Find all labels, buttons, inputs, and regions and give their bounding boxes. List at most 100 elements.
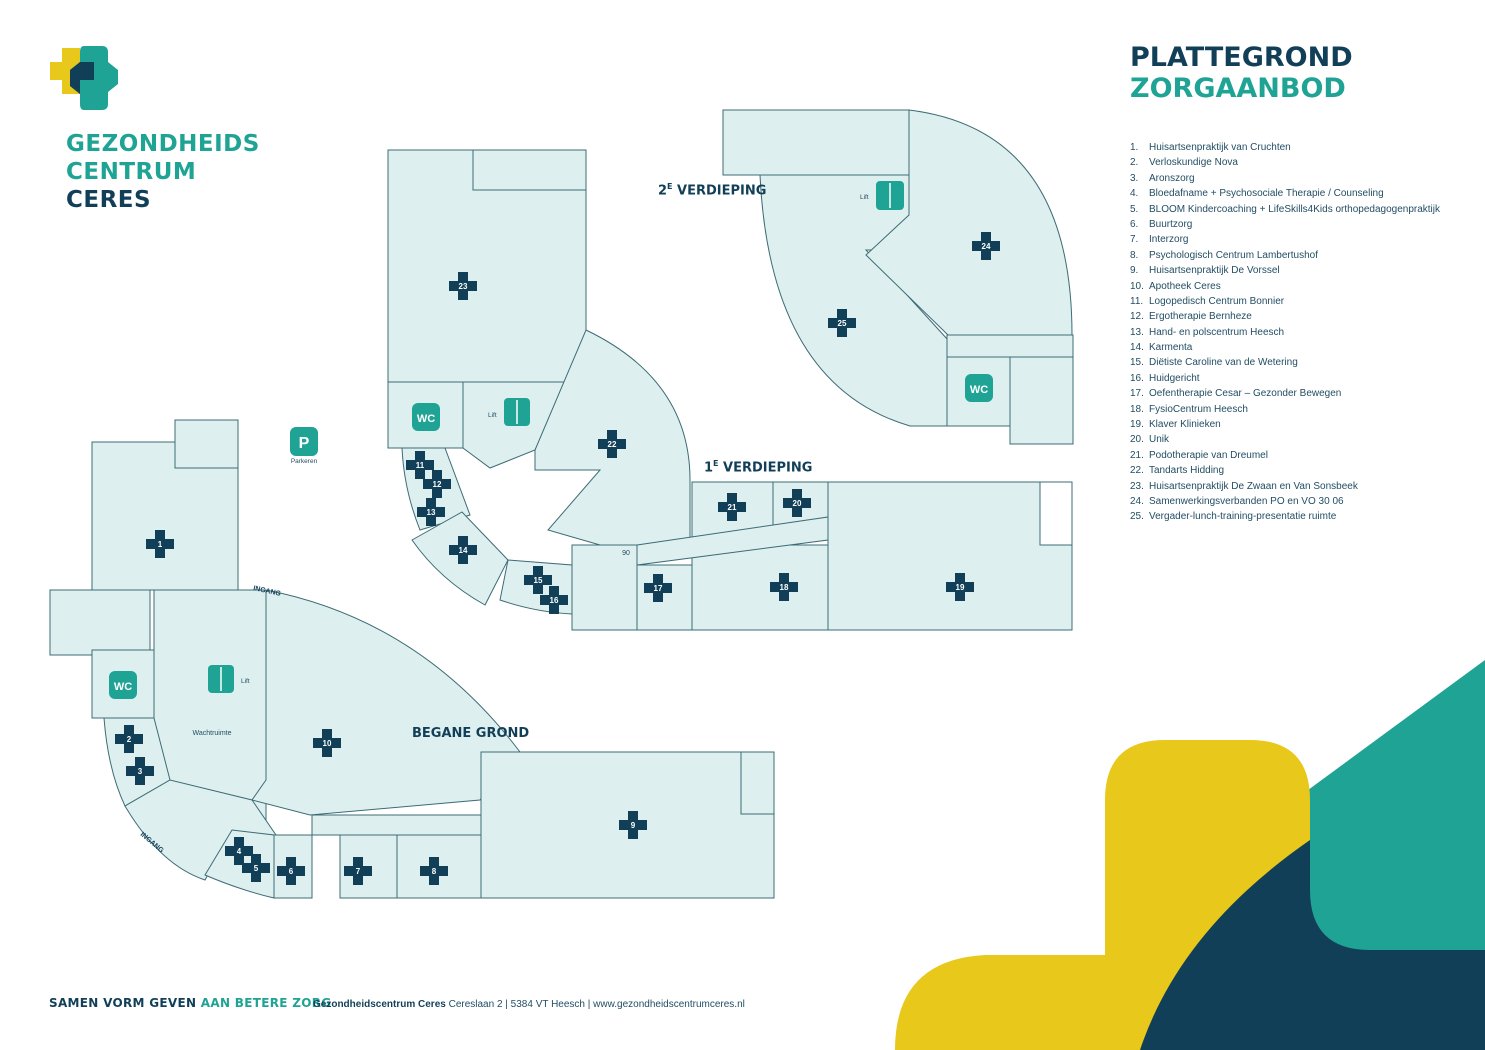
room-90-label: 90 bbox=[622, 550, 630, 557]
floor-first-sup: E bbox=[713, 459, 719, 468]
room-marker-25: 25 bbox=[828, 309, 856, 337]
legend-item: 14.Karmenta bbox=[1130, 340, 1440, 355]
marker-number: 2 bbox=[127, 735, 132, 744]
parking-label: Parkeren bbox=[291, 458, 318, 465]
legend-label: Aronszorg bbox=[1149, 172, 1195, 184]
page-title: PLATTEGROND ZORGAANBOD bbox=[1130, 42, 1353, 104]
lift-label-second: Lift bbox=[860, 194, 869, 201]
legend-number: 20. bbox=[1130, 434, 1144, 446]
legend-item: 20.Unik bbox=[1130, 432, 1440, 447]
legend-number: 1. bbox=[1130, 142, 1139, 153]
legend-item: 24.Samenwerkingsverbanden PO en VO 30 06 bbox=[1130, 494, 1440, 509]
marker-cross-icon bbox=[423, 470, 451, 498]
marker-number: 19 bbox=[956, 583, 965, 592]
room-marker-11: 11 bbox=[406, 451, 434, 479]
footer-address-text: Cereslaan 2 | 5384 VT Heesch | www.gezon… bbox=[445, 999, 745, 1010]
wc-badge-first: WC bbox=[412, 403, 440, 431]
room-marker-4: 4 bbox=[225, 837, 253, 865]
marker-cross-icon bbox=[783, 489, 811, 517]
legend-item: 3. Aronszorg bbox=[1130, 171, 1440, 186]
legend-label: Hand- en polscentrum Heesch bbox=[1149, 326, 1285, 338]
room-marker-8: 8 bbox=[420, 857, 448, 885]
legend-number: 10. bbox=[1130, 280, 1144, 292]
legend-number: 3. bbox=[1130, 172, 1139, 184]
marker-number: 10 bbox=[323, 739, 332, 748]
marker-number: 16 bbox=[550, 596, 559, 605]
legend-item: 22.Tandarts Hidding bbox=[1130, 463, 1440, 478]
marker-cross-icon bbox=[417, 498, 445, 526]
marker-cross-icon bbox=[146, 530, 174, 558]
marker-cross-icon bbox=[115, 725, 143, 753]
brand-line-1: GEZONDHEIDS bbox=[66, 131, 260, 157]
lift-second bbox=[876, 181, 904, 210]
legend-number: 15. bbox=[1130, 357, 1144, 369]
legend-label: Psychologisch Centrum Lambertushof bbox=[1149, 249, 1318, 261]
legend-number: 5. bbox=[1130, 203, 1139, 215]
room-marker-1: 1 bbox=[146, 530, 174, 558]
legend-number: 4. bbox=[1130, 188, 1139, 200]
room-first-19-inset bbox=[1039, 481, 1073, 546]
wc-badge-ground: WC bbox=[109, 671, 137, 699]
legend-item: 12.Ergotherapie Bernheze bbox=[1130, 309, 1440, 324]
legend-number: 7. bbox=[1130, 234, 1139, 246]
marker-number: 8 bbox=[432, 867, 437, 876]
legend-item: 5.BLOOM Kindercoaching + LifeSkills4Kids… bbox=[1130, 202, 1440, 217]
legend-item: 15.Diëtiste Caroline van de Wetering bbox=[1130, 355, 1440, 370]
legend-item: 16.Huidgericht bbox=[1130, 371, 1440, 386]
title-line-2: ZORGAANBOD bbox=[1130, 73, 1346, 104]
decor-navy-shape bbox=[1140, 840, 1485, 1050]
marker-cross-icon bbox=[972, 232, 1000, 260]
room-marker-9: 9 bbox=[619, 811, 647, 839]
marker-number: 17 bbox=[654, 584, 663, 593]
legend-number: 12. bbox=[1130, 311, 1144, 323]
parking-icon: P bbox=[290, 427, 318, 456]
room-first-17 bbox=[636, 564, 696, 631]
legend-number: 11. bbox=[1130, 295, 1144, 307]
legend-item: 6.Buurtzorg bbox=[1130, 217, 1440, 232]
legend-number: 14. bbox=[1130, 342, 1144, 354]
wc-badge-second: WC bbox=[965, 374, 993, 402]
decorative-corner-shapes bbox=[895, 660, 1485, 1050]
room-marker-21: 21 bbox=[718, 493, 746, 521]
marker-number: 7 bbox=[356, 867, 361, 876]
marker-number: 22 bbox=[608, 440, 617, 449]
wc-label-first: WC bbox=[417, 413, 435, 425]
legend-number: 9. bbox=[1130, 265, 1139, 277]
legend-item: 7.Interzorg bbox=[1130, 232, 1440, 247]
room-marker-3: 3 bbox=[126, 757, 154, 785]
legend-item: 9. Huisartsenpraktijk De Vorssel bbox=[1130, 263, 1440, 278]
legend-number: 23. bbox=[1130, 480, 1144, 492]
marker-cross-icon bbox=[619, 811, 647, 839]
marker-number: 4 bbox=[237, 847, 242, 856]
legend-label: Huisartsenpraktijk De Zwaan en Van Sonsb… bbox=[1149, 480, 1358, 492]
room-marker-23: 23 bbox=[449, 272, 477, 300]
room-first-corr bbox=[571, 544, 638, 631]
marker-cross-icon bbox=[126, 757, 154, 785]
legend-number: 2. bbox=[1130, 157, 1139, 169]
marker-number: 5 bbox=[254, 864, 259, 873]
marker-number: 6 bbox=[289, 867, 294, 876]
marker-cross-icon bbox=[946, 573, 974, 601]
room-ground-corr bbox=[311, 814, 482, 836]
room-marker-13: 13 bbox=[417, 498, 445, 526]
legend-number: 16. bbox=[1130, 372, 1144, 384]
marker-number: 24 bbox=[982, 242, 991, 251]
wc-label-second: WC bbox=[970, 384, 988, 396]
marker-number: 12 bbox=[433, 480, 442, 489]
logo-mark bbox=[50, 46, 118, 110]
legend-item: 1.Huisartsenpraktijk van Cruchten bbox=[1130, 140, 1440, 155]
room-marker-12: 12 bbox=[423, 470, 451, 498]
floor-first-num: 1 bbox=[704, 460, 714, 476]
room-ground-10 bbox=[251, 589, 521, 816]
legend-label: Huisartsenpraktijk De Vorssel bbox=[1149, 265, 1280, 277]
floor-first-text: VERDIEPING bbox=[718, 460, 813, 476]
legend-item: 8.Psychologisch Centrum Lambertushof bbox=[1130, 248, 1440, 263]
room-second-band bbox=[946, 334, 1074, 358]
brand-line-2: CENTRUM bbox=[66, 159, 197, 185]
legend-item: 23. Huisartsenpraktijk De Zwaan en Van So… bbox=[1130, 479, 1440, 494]
room-marker-6: 6 bbox=[277, 857, 305, 885]
marker-cross-icon bbox=[277, 857, 305, 885]
marker-number: 9 bbox=[631, 821, 636, 830]
